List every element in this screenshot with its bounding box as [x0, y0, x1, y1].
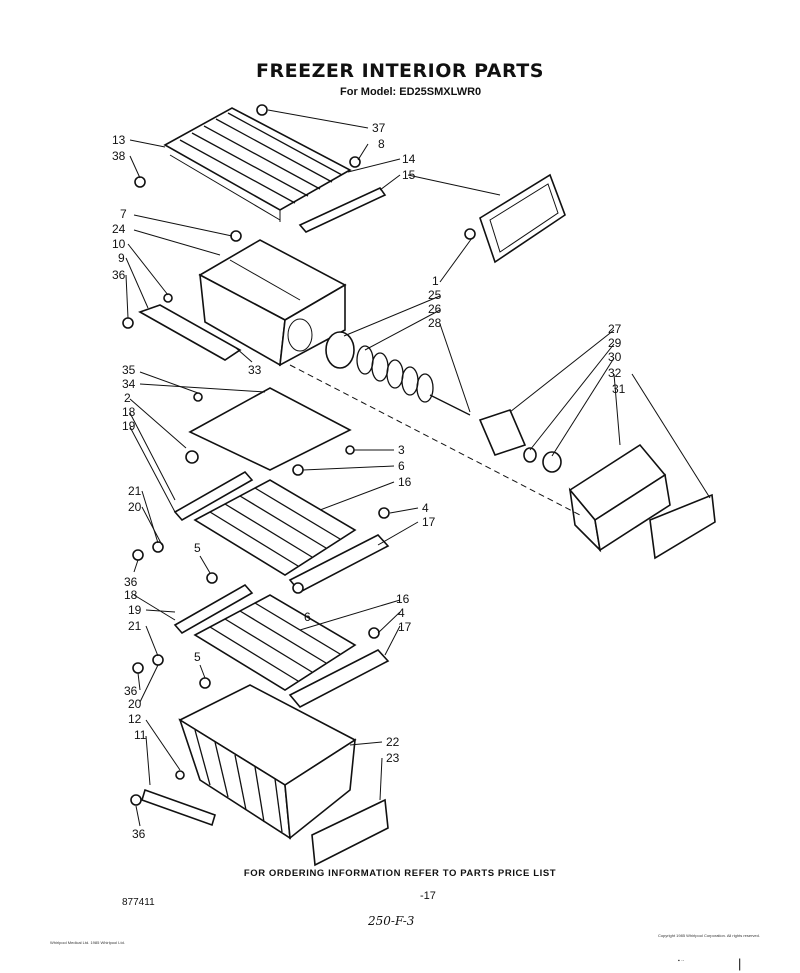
- callout: 24: [112, 222, 126, 236]
- callout: 12: [128, 712, 142, 726]
- callout: 4: [398, 606, 405, 620]
- scan-mark: ▪ ··: [678, 958, 685, 964]
- leader-lines: [125, 109, 711, 827]
- callout: 1: [432, 274, 439, 288]
- slide-rail: [138, 304, 242, 361]
- callout: 36: [132, 827, 146, 841]
- catalog-number: 877411: [122, 897, 155, 908]
- callout: 19: [122, 419, 136, 433]
- wire-basket: [178, 684, 357, 840]
- callout: 29: [608, 336, 622, 350]
- callout: 7: [120, 207, 127, 221]
- callout: 17: [398, 620, 412, 634]
- ordering-information: FOR ORDERING INFORMATION REFER TO PARTS …: [243, 868, 557, 879]
- chute: [478, 409, 527, 456]
- callout: 18: [124, 588, 138, 602]
- model-number: For Model: ED25SMXLWR0: [340, 86, 482, 98]
- callout: 37: [372, 121, 386, 135]
- bearing: [542, 451, 562, 473]
- callout: 5: [194, 541, 201, 555]
- callout: 5: [194, 650, 201, 664]
- ice-bin-housing: [198, 239, 347, 367]
- callout: 36: [112, 268, 126, 282]
- fine-print-right: Copyright 1985 Whirlpool Corporation. Al…: [657, 933, 760, 938]
- basket-front-panel: [311, 798, 389, 867]
- callout: 34: [122, 377, 136, 391]
- callout: 28: [428, 316, 442, 330]
- callout: 36: [124, 684, 138, 698]
- callout: 33: [248, 363, 262, 377]
- middle-wire-shelf: [193, 479, 357, 576]
- auger-spring: [356, 345, 471, 416]
- callout: 11: [134, 728, 147, 742]
- callout: 4: [422, 501, 429, 515]
- basket-slide: [141, 788, 216, 827]
- callout: 31: [612, 382, 626, 396]
- lower-shelf-front-trim: [173, 583, 254, 635]
- callout: 25: [428, 288, 442, 302]
- callout: 38: [112, 149, 126, 163]
- callout: 30: [608, 350, 622, 364]
- assembly-axis: [289, 364, 581, 516]
- callout: 36: [124, 575, 138, 589]
- dispenser-bucket: [568, 443, 716, 560]
- callout: 21: [128, 619, 142, 633]
- callout: 17: [422, 515, 436, 529]
- callout: 19: [128, 603, 142, 617]
- callout: 18: [122, 405, 136, 419]
- callout: 32: [608, 366, 622, 380]
- door-panel: [479, 173, 566, 264]
- trim-strip: [298, 186, 387, 233]
- hardware-fasteners: [122, 104, 476, 806]
- callout: 6: [304, 610, 311, 624]
- diagram-title: FREEZER INTERIOR PARTS: [256, 60, 544, 82]
- callout: 13: [112, 133, 126, 147]
- callout: 26: [428, 302, 442, 316]
- callout: 35: [122, 363, 136, 377]
- ring-gasket: [325, 331, 355, 369]
- handwritten-note: 250-F-3: [368, 914, 415, 928]
- callout: 9: [118, 251, 125, 265]
- page-number: -17: [420, 890, 436, 902]
- top-wire-shelf: [163, 107, 352, 222]
- callout-labels: 13 38 37 8 14 15 7 24 10 9 36 1 25 26 28…: [112, 121, 626, 841]
- callout: 2: [124, 391, 131, 405]
- callout: 10: [112, 237, 126, 251]
- callout: 20: [128, 697, 142, 711]
- callout: 16: [398, 475, 412, 489]
- cover-plate: [188, 387, 352, 471]
- callout: 27: [608, 322, 622, 336]
- lower-wire-shelf: [193, 594, 357, 691]
- callout: 15: [402, 168, 416, 182]
- callout: 6: [398, 459, 405, 473]
- callout: 8: [378, 137, 385, 151]
- scan-mark: |: [738, 956, 742, 971]
- callout: 16: [396, 592, 410, 606]
- lower-shelf-tube: [288, 649, 390, 709]
- callout: 3: [398, 443, 405, 457]
- shelf-front-trim: [173, 470, 254, 522]
- callout: 21: [128, 484, 142, 498]
- callout: 20: [128, 500, 142, 514]
- callout: 14: [402, 152, 416, 166]
- bushing: [523, 447, 537, 463]
- callout: 22: [386, 735, 400, 749]
- callout: 23: [386, 751, 400, 765]
- fine-print-left: Whirlpool Medical Ltd. 1985 Whirlpool Lt…: [50, 940, 125, 945]
